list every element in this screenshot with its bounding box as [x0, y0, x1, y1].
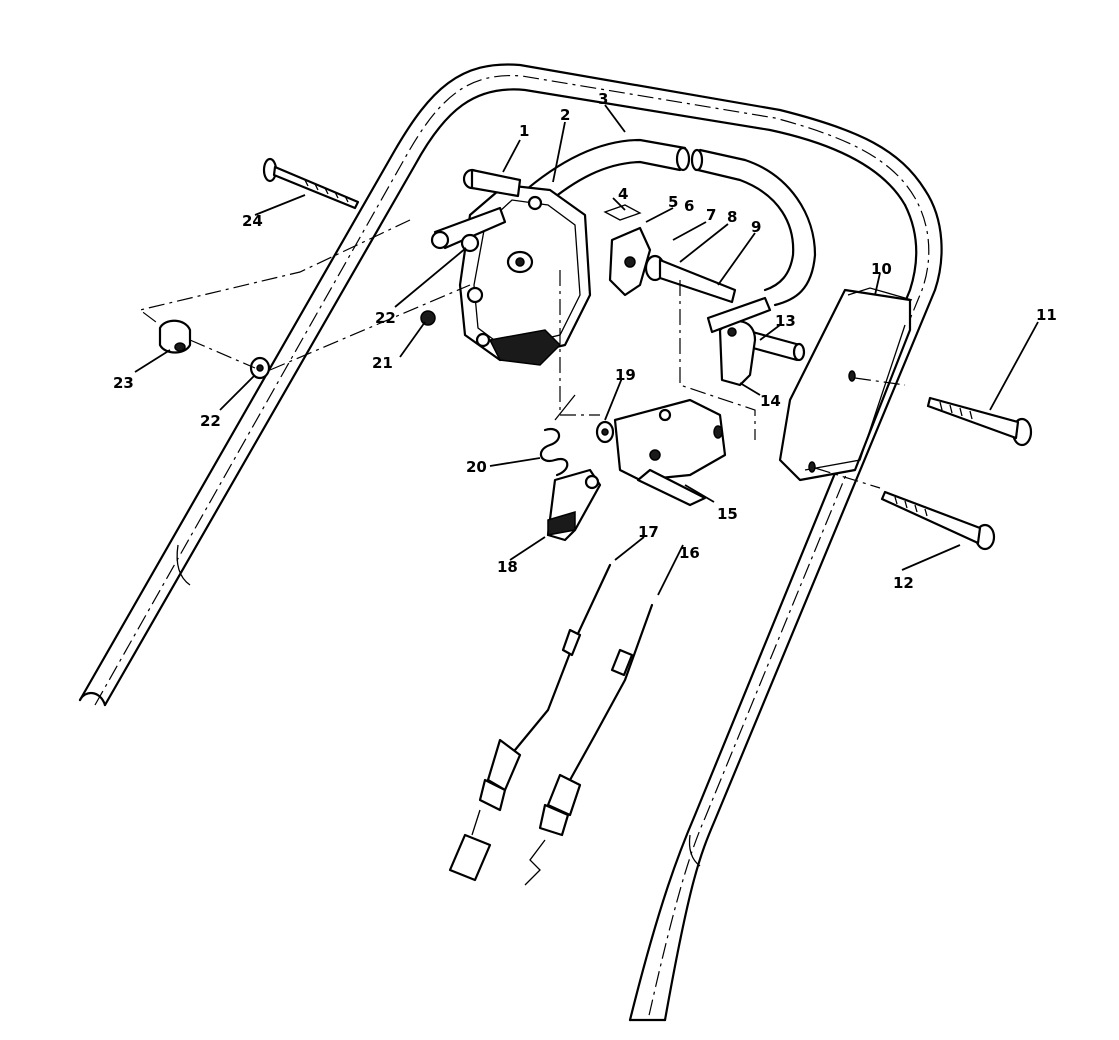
- bolt-1: [462, 168, 522, 198]
- washer-19: [595, 420, 615, 444]
- nut-21: [420, 310, 436, 326]
- callout-8: 8: [727, 208, 737, 226]
- callout-23: 23: [113, 374, 134, 392]
- callout-2: 2: [560, 106, 570, 124]
- shaft-8-9: [644, 254, 737, 304]
- callout-17: 17: [638, 523, 659, 541]
- callout-6: 6: [684, 197, 694, 215]
- callout-15: 15: [717, 505, 738, 523]
- callout-1: 1: [519, 122, 529, 140]
- bolt-24: [262, 157, 360, 210]
- leader-lines: [134, 104, 1039, 596]
- cable-16: [524, 603, 654, 886]
- trigger-18: [546, 468, 602, 542]
- assembly-lines: [138, 219, 906, 489]
- control-housing-left: [430, 183, 592, 366]
- callout-5: 5: [668, 193, 678, 211]
- callout-18: 18: [497, 558, 518, 576]
- callout-20: 20: [466, 458, 487, 476]
- callout-4: 4: [618, 185, 628, 203]
- lever-14: [706, 296, 772, 387]
- callout-13: 13: [775, 312, 796, 330]
- bolt-12: [880, 490, 996, 551]
- callout-24: 24: [242, 212, 263, 230]
- callout-14: 14: [760, 392, 781, 410]
- nut-22-lower: [249, 356, 271, 380]
- callout-22-lower: 22: [200, 412, 221, 430]
- cable-17: [448, 563, 612, 882]
- callout-22-upper: 22: [375, 309, 396, 327]
- callout-12: 12: [893, 574, 914, 592]
- callout-21: 21: [372, 354, 393, 372]
- callout-16: 16: [679, 544, 700, 562]
- bolt-11: [926, 396, 1033, 447]
- bracket-15: [613, 398, 727, 507]
- callout-11: 11: [1036, 306, 1057, 324]
- cam-6: [608, 226, 652, 297]
- nut-22-upper: [460, 233, 480, 253]
- callout-9: 9: [751, 218, 761, 236]
- handle-tube: [78, 63, 943, 1022]
- callout-10: 10: [871, 260, 892, 278]
- control-housing-right: [778, 287, 913, 482]
- callout-7: 7: [706, 206, 716, 224]
- callout-3: 3: [598, 90, 608, 108]
- callouts: 1 2 3 4 5 6 7 8 9 10 11 12 13 14 15 16 1…: [113, 90, 1057, 592]
- spring-20: [539, 394, 576, 477]
- spacer-23: [158, 319, 192, 354]
- washer-4: [603, 204, 642, 221]
- callout-19: 19: [615, 366, 636, 384]
